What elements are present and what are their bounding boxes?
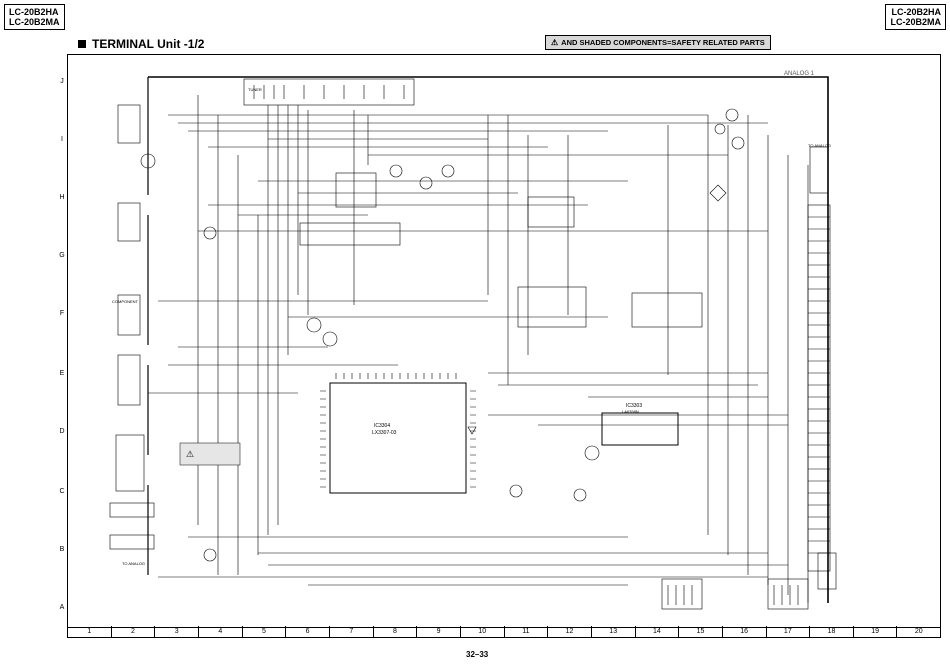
component-label: COMPONENT	[112, 299, 139, 304]
caution-box	[179, 442, 241, 466]
column-label: 4	[199, 626, 243, 637]
row-label: E	[59, 370, 65, 377]
right-connector-strip	[807, 204, 831, 572]
page-title: TERMINAL Unit -1/2	[78, 37, 204, 51]
row-label: G	[59, 252, 65, 259]
column-ruler: 1 2 3 4 5 6 7 8 9 10 11 12 13 14 15 16 1…	[67, 626, 941, 638]
safety-note-text: AND SHADED COMPONENTS=SAFETY RELATED PAR…	[561, 38, 765, 47]
model-number: LC-20B2HA	[891, 7, 941, 17]
column-label: 3	[155, 626, 199, 637]
bullet-square-icon	[78, 40, 86, 48]
column-label: 8	[374, 626, 418, 637]
column-label: 16	[723, 626, 767, 637]
ic-block	[517, 286, 587, 328]
row-label: H	[59, 194, 65, 201]
column-label: 5	[243, 626, 287, 637]
row-label: B	[59, 546, 65, 553]
ic3303-body	[601, 412, 679, 446]
ic-right-part: LA6358N	[622, 409, 639, 414]
ic-block	[527, 196, 575, 228]
column-label: 7	[330, 626, 374, 637]
analog-label: ANALOG 1	[784, 71, 815, 77]
column-label: 6	[286, 626, 330, 637]
model-number-box-right: LC-20B2HA LC-20B2MA	[885, 4, 946, 30]
row-label: C	[59, 488, 65, 495]
column-label: 2	[112, 626, 156, 637]
column-label: 20	[914, 628, 923, 635]
row-label: F	[59, 310, 65, 317]
board-outline	[148, 76, 829, 603]
page-number: 32–33	[466, 650, 489, 659]
column-label: 18	[810, 626, 854, 637]
row-label: J	[60, 78, 64, 85]
column-label: 9	[417, 626, 461, 637]
column-label: 19	[854, 626, 898, 637]
tuner-label: TUNER	[248, 87, 262, 92]
bottom-connector	[661, 578, 703, 610]
ic-block	[631, 292, 703, 328]
bottom-connector	[767, 578, 809, 610]
to-analog-connector	[809, 146, 829, 194]
to-analog-label: TO ANALOG	[122, 561, 145, 566]
model-number: LC-20B2HA	[9, 7, 59, 17]
column-label: 1	[68, 626, 112, 637]
model-number-box-left: LC-20B2HA LC-20B2MA	[4, 4, 65, 30]
ic-main-part: LX3307-03	[372, 430, 397, 436]
transistor-cluster-top	[299, 164, 455, 347]
left-input-jacks	[109, 104, 217, 562]
title-text: TERMINAL Unit -1/2	[92, 37, 205, 51]
column-label: 14	[636, 626, 680, 637]
safety-note: ⚠AND SHADED COMPONENTS=SAFETY RELATED PA…	[545, 35, 771, 50]
row-label: D	[59, 428, 65, 435]
caution-triangle-icon: ⚠	[186, 449, 194, 459]
schematic-diagram: ⚠ ANALOG 1 IC3304 LX3307-03 IC3303 LA635…	[109, 71, 837, 610]
model-number: LC-20B2MA	[890, 17, 941, 27]
column-label: 12	[548, 626, 592, 637]
ic3304-body	[329, 382, 467, 494]
row-label: I	[61, 136, 63, 143]
column-label: 11	[505, 626, 549, 637]
tuner-connector	[243, 78, 415, 106]
column-label: 17	[767, 626, 811, 637]
column-label: 15	[679, 626, 723, 637]
column-label: 10	[461, 626, 505, 637]
model-number: LC-20B2MA	[9, 17, 60, 27]
ic-right-label: IC3303	[626, 403, 642, 409]
to-analog-label: TO ANALOG	[808, 143, 831, 148]
row-label: A	[59, 604, 65, 611]
warning-triangle-icon: ⚠	[551, 38, 559, 47]
column-label: 13	[592, 626, 636, 637]
ic-main-label: IC3304	[374, 423, 390, 429]
